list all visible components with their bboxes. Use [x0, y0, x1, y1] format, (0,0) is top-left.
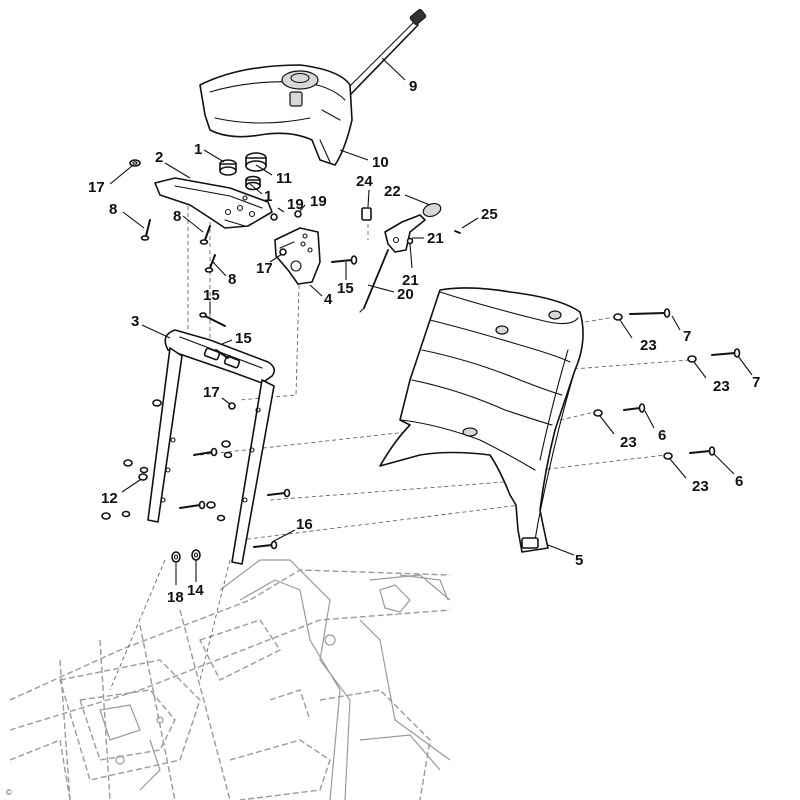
- part-23-washer-a: [613, 313, 623, 321]
- part-1-grommet-b: [245, 175, 261, 191]
- frame-bolts: [179, 447, 291, 550]
- part-15-bolt-a: [199, 312, 226, 327]
- callout-1-upper: 1: [194, 141, 202, 158]
- callout-12: 12: [101, 490, 118, 507]
- callout-15-bracket: 15: [337, 280, 354, 297]
- callout-14: 14: [187, 582, 204, 599]
- callout-8-lower: 8: [228, 271, 236, 288]
- part-24-clip: [361, 207, 372, 221]
- part-3-handle-frame: [147, 329, 276, 565]
- part-8-bolt-a: [140, 219, 151, 241]
- callout-23-c: 23: [620, 434, 637, 451]
- callout-24: 24: [356, 173, 373, 190]
- callout-17-middle: 17: [256, 260, 273, 277]
- part-8-bolt-b: [199, 225, 211, 245]
- part-23-washer-b: [687, 355, 697, 363]
- part-20-rod: [359, 249, 389, 313]
- callout-1-lower: 1: [264, 188, 272, 205]
- callout-22: 22: [384, 183, 401, 200]
- callout-23-a: 23: [640, 337, 657, 354]
- part-18-nut: [171, 551, 181, 563]
- part-10-console-cover: [199, 64, 353, 166]
- callout-8-left: 8: [109, 201, 117, 218]
- callout-5: 5: [575, 552, 583, 569]
- callout-15-handle: 15: [235, 330, 252, 347]
- part-12-nut-group: [101, 399, 233, 522]
- callout-4: 4: [324, 291, 333, 308]
- callout-11: 11: [276, 170, 292, 187]
- part-1-grommet-a: [219, 159, 237, 176]
- callout-17-top: 17: [88, 179, 105, 196]
- callout-labels: 9 10 1 11 1 2 17 8 8 8 19 19 17 4 15 24 …: [6, 78, 760, 797]
- part-22-lever-knob: [422, 202, 442, 218]
- callout-19-right: 19: [310, 193, 327, 210]
- leader-lines: [109, 57, 753, 585]
- part-17-nut-middle: [279, 248, 287, 256]
- part-14-washer: [191, 549, 201, 561]
- part-6-bolt-a: [623, 403, 646, 413]
- callout-9: 9: [409, 78, 417, 95]
- callout-21-upper: 21: [427, 230, 444, 247]
- part-23-washer-d: [663, 452, 673, 460]
- part-19-nut-a: [270, 213, 278, 221]
- callout-16: 16: [296, 516, 313, 533]
- part-7-bolt-a: [629, 308, 671, 318]
- callout-7-lower: 7: [752, 374, 760, 391]
- part-21-lever-bracket: [384, 214, 426, 253]
- callout-20: 20: [397, 286, 414, 303]
- callout-15-left: 15: [203, 287, 220, 304]
- callout-18: 18: [167, 589, 184, 606]
- callout-2: 2: [155, 149, 163, 166]
- callout-6-lower: 6: [735, 473, 743, 490]
- part-19-nut-b: [294, 210, 302, 218]
- part-15-bolt-bracket: [331, 255, 358, 265]
- callout-7-upper: 7: [683, 328, 691, 345]
- callout-23-d: 23: [692, 478, 709, 495]
- callout-17-lower: 17: [203, 384, 220, 401]
- part-8-bolt-c: [204, 254, 216, 273]
- tractor-chassis-frame: [9, 559, 451, 800]
- part-4-pivot-bracket: [274, 227, 321, 285]
- callout-21-lower: 21: [402, 272, 419, 289]
- part-2-mounting-bracket: [154, 177, 273, 229]
- callout-6-upper: 6: [658, 427, 666, 444]
- callout-8-middle: 8: [173, 208, 181, 225]
- corner-mark: ©: [6, 788, 12, 797]
- callout-3: 3: [131, 313, 139, 330]
- callout-19-left: 19: [287, 196, 304, 213]
- part-23-washer-c: [593, 409, 603, 417]
- part-11-grommet: [245, 152, 267, 172]
- part-17-nut-lower: [228, 402, 236, 410]
- callout-10: 10: [372, 154, 389, 171]
- callout-25: 25: [481, 206, 498, 223]
- part-25-pin: [454, 230, 461, 234]
- callout-23-b: 23: [713, 378, 730, 395]
- part-21-nut: [406, 237, 414, 245]
- part-17-nut-top: [129, 159, 141, 167]
- part-6-bolt-b: [689, 446, 716, 456]
- part-7-bolt-b: [711, 348, 741, 358]
- part-5-front-shroud: [379, 287, 584, 553]
- part-15-bolt-b: [215, 349, 229, 359]
